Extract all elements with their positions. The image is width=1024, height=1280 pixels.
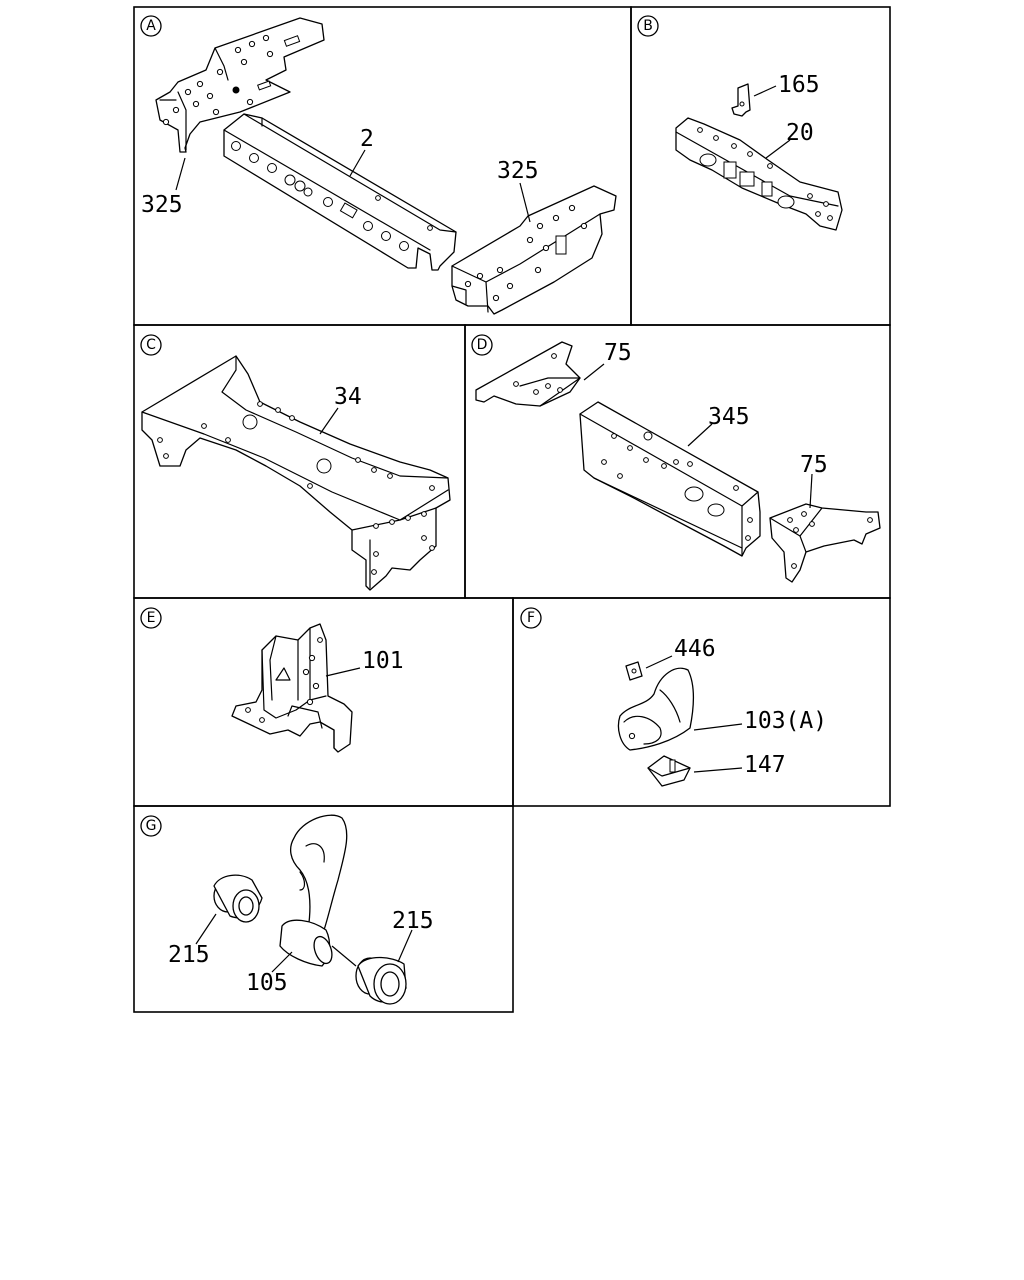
panel-d: D xyxy=(471,334,881,583)
callout-345: 345 xyxy=(708,404,750,430)
panel-f-letter: F xyxy=(527,610,535,626)
callout-20: 20 xyxy=(786,120,814,146)
panel-g-frame xyxy=(133,805,514,1013)
callout-165: 165 xyxy=(778,72,820,98)
panel-b-letter: B xyxy=(643,18,653,34)
callout-103a: 103(A) xyxy=(744,708,827,734)
part-2-crossmember xyxy=(223,113,457,271)
part-325-right-bracket xyxy=(451,185,617,315)
part-215-bushing-left xyxy=(213,874,263,923)
part-165-clip xyxy=(731,83,751,117)
part-325-left-bracket xyxy=(155,17,325,153)
callout-75-upper: 75 xyxy=(604,340,632,366)
callout-446: 446 xyxy=(674,636,716,662)
part-101-bracket xyxy=(231,623,353,753)
panel-e-letter-badge: E xyxy=(140,607,162,629)
panel-c-letter: C xyxy=(146,337,156,353)
panel-c-letter-badge: C xyxy=(140,334,162,356)
panel-g-letter: G xyxy=(146,818,157,834)
part-147-pad xyxy=(647,755,691,787)
part-75-upper-bracket xyxy=(475,341,581,407)
panel-d-letter-badge: D xyxy=(471,334,493,356)
panel-f-letter-badge: F xyxy=(520,607,542,629)
panel-c: C 34 xyxy=(140,334,451,591)
panel-g-letter-badge: G xyxy=(140,815,162,837)
panel-f-frame xyxy=(512,597,891,807)
part-215-bushing-right xyxy=(355,956,407,1005)
callout-325-left: 325 xyxy=(141,192,183,218)
part-34-crossmember xyxy=(141,355,451,591)
panel-g: G 215 215 105 xyxy=(140,814,434,1005)
panel-b-letter-badge: B xyxy=(637,15,659,37)
callout-2: 2 xyxy=(360,126,374,152)
callout-215-right: 215 xyxy=(392,908,434,934)
panel-d-letter: D xyxy=(477,337,488,353)
callout-147: 147 xyxy=(744,752,786,778)
part-20-crossmember xyxy=(675,117,843,231)
callout-215-left: 215 xyxy=(168,942,210,968)
panel-a: A xyxy=(140,15,617,315)
panel-f: F 446 103(A) 147 xyxy=(520,607,827,787)
panel-b: B 165 20 xyxy=(637,15,843,231)
part-105-shackle xyxy=(279,814,348,967)
panel-a-letter: A xyxy=(146,18,156,34)
callout-105: 105 xyxy=(246,970,288,996)
callout-75-lower: 75 xyxy=(800,452,828,478)
callout-325-right: 325 xyxy=(497,158,539,184)
part-345-crossmember xyxy=(579,401,761,557)
panel-e-letter: E xyxy=(147,610,156,626)
callout-101: 101 xyxy=(362,648,404,674)
part-75-lower-bracket xyxy=(769,503,881,583)
panel-a-letter-badge: A xyxy=(140,15,162,37)
panel-e: E 101 xyxy=(140,607,404,753)
part-103a-stopper xyxy=(617,667,695,751)
part-446-washer xyxy=(625,661,643,681)
callout-34: 34 xyxy=(334,384,362,410)
